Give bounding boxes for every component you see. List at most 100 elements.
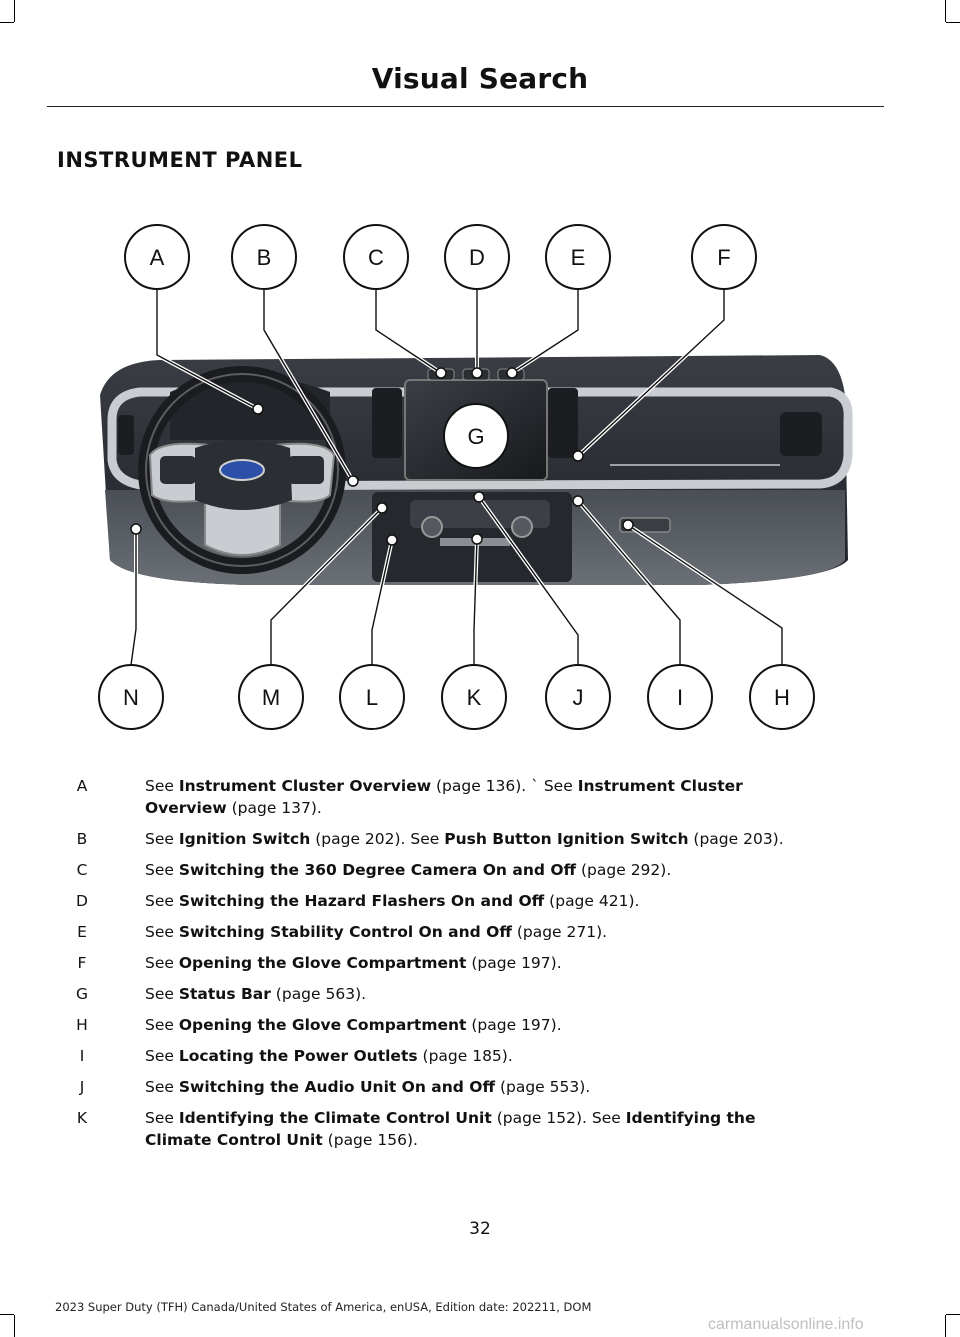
callout-label: N bbox=[123, 685, 139, 710]
legend-description: See Opening the Glove Compartment (page … bbox=[145, 952, 885, 974]
reference-text: (page 563). bbox=[270, 985, 367, 1003]
section-title: INSTRUMENT PANEL bbox=[57, 148, 303, 172]
reference-text: (page 197). bbox=[466, 954, 562, 972]
callout-c: C bbox=[343, 224, 409, 290]
callout-label: H bbox=[774, 685, 790, 710]
reference-text: See bbox=[145, 985, 179, 1003]
reference-text: See bbox=[145, 830, 179, 848]
reference-text: See bbox=[145, 892, 179, 910]
legend-description: See Ignition Switch (page 202). See Push… bbox=[145, 828, 885, 850]
callout-target-dot bbox=[130, 523, 142, 535]
steering-wheel bbox=[138, 366, 346, 574]
callout-d: D bbox=[444, 224, 510, 290]
reference-text: (page 553). bbox=[495, 1078, 591, 1096]
callout-target-dot bbox=[506, 367, 518, 379]
callout-target-dot bbox=[572, 495, 584, 507]
legend-description: See Switching the Audio Unit On and Off … bbox=[145, 1076, 885, 1098]
reference-text: See bbox=[145, 861, 179, 879]
callout-target-dot bbox=[572, 450, 584, 462]
callout-h: H bbox=[749, 664, 815, 730]
callout-label: K bbox=[467, 685, 482, 710]
crop-mark bbox=[14, 0, 15, 22]
reference-text: (page 271). bbox=[511, 923, 608, 941]
cross-reference-title: Instrument Cluster bbox=[577, 777, 743, 795]
callout-label: B bbox=[257, 245, 272, 270]
legend-key: J bbox=[79, 1078, 85, 1096]
cross-reference-title: Status Bar bbox=[178, 985, 271, 1003]
reference-text: (page 202). See bbox=[310, 830, 445, 848]
dashboard-body bbox=[100, 355, 853, 585]
cross-reference-title: Push Button Ignition Switch bbox=[444, 830, 689, 848]
callout-label: M bbox=[262, 685, 280, 710]
callout-n: N bbox=[98, 664, 164, 730]
cross-reference-title: Switching the 360 Degree Camera On and O… bbox=[178, 861, 577, 879]
crop-mark bbox=[14, 1315, 15, 1337]
reference-text: (page 156). bbox=[322, 1131, 418, 1149]
cross-reference-title: Ignition Switch bbox=[178, 830, 311, 848]
reference-text: See bbox=[145, 1016, 179, 1034]
callout-target-dot bbox=[473, 491, 485, 503]
crop-mark bbox=[945, 0, 946, 22]
legend-description: See Locating the Power Outlets (page 185… bbox=[145, 1045, 885, 1067]
legend-key: E bbox=[77, 923, 87, 941]
legend-key: B bbox=[76, 830, 88, 848]
crop-mark bbox=[946, 1314, 960, 1315]
legend-description: See Switching Stability Control On and O… bbox=[145, 921, 885, 943]
reference-text: See bbox=[145, 1078, 179, 1096]
reference-text: (page 136). ` See bbox=[431, 777, 578, 795]
callout-f: F bbox=[691, 224, 757, 290]
legend-key: K bbox=[76, 1109, 88, 1127]
reference-text: See bbox=[145, 954, 179, 972]
crop-mark bbox=[0, 1314, 14, 1315]
reference-text: (page 421). bbox=[544, 892, 640, 910]
callout-target-dot bbox=[376, 502, 388, 514]
legend-key: H bbox=[76, 1016, 88, 1034]
crop-mark bbox=[945, 1315, 946, 1337]
legend-description: See Identifying the Climate Control Unit… bbox=[145, 1107, 885, 1151]
callout-j: J bbox=[545, 664, 611, 730]
reference-text: (page 203). bbox=[688, 830, 784, 848]
reference-text: (page 292). bbox=[576, 861, 672, 879]
legend-description: See Switching the Hazard Flashers On and… bbox=[145, 890, 885, 912]
callout-g: G bbox=[443, 403, 509, 469]
callout-l: L bbox=[339, 664, 405, 730]
crop-mark bbox=[946, 22, 960, 23]
cross-reference-title: Climate Control Unit bbox=[145, 1131, 323, 1149]
legend-description: See Status Bar (page 563). bbox=[145, 983, 885, 1005]
cross-reference-title: Identifying the bbox=[625, 1109, 756, 1127]
callout-label: F bbox=[717, 245, 730, 270]
reference-text: (page 185). bbox=[417, 1047, 513, 1065]
callout-label: G bbox=[467, 424, 484, 449]
callout-i: I bbox=[647, 664, 713, 730]
watermark-text: carmanualsonline.info bbox=[708, 1316, 864, 1333]
cross-reference-title: Locating the Power Outlets bbox=[178, 1047, 418, 1065]
legend-key: C bbox=[76, 861, 88, 879]
legend-key: A bbox=[76, 777, 88, 795]
callout-m: M bbox=[238, 664, 304, 730]
callout-label: J bbox=[573, 685, 584, 710]
reference-text: See bbox=[145, 777, 179, 795]
page-number: 32 bbox=[469, 1219, 491, 1239]
callout-k: K bbox=[441, 664, 507, 730]
callout-b: B bbox=[231, 224, 297, 290]
cross-reference-title: Switching Stability Control On and Off bbox=[178, 923, 512, 941]
cross-reference-title: Opening the Glove Compartment bbox=[178, 954, 467, 972]
legend-key: D bbox=[76, 892, 88, 910]
reference-text: (page 152). See bbox=[491, 1109, 626, 1127]
legend-description: See Switching the 360 Degree Camera On a… bbox=[145, 859, 885, 881]
callout-label: L bbox=[366, 685, 378, 710]
callout-e: E bbox=[545, 224, 611, 290]
page-header-title: Visual Search bbox=[371, 62, 589, 95]
reference-text: See bbox=[145, 1109, 179, 1127]
reference-text: (page 137). bbox=[226, 799, 322, 817]
cross-reference-title: Instrument Cluster Overview bbox=[178, 777, 432, 795]
crop-mark bbox=[0, 22, 14, 23]
reference-text: See bbox=[145, 923, 179, 941]
callout-label: E bbox=[571, 245, 586, 270]
callout-target-dot bbox=[435, 367, 447, 379]
cross-reference-title: Switching the Audio Unit On and Off bbox=[178, 1078, 496, 1096]
callout-label: I bbox=[677, 685, 683, 710]
callout-target-dot bbox=[347, 475, 359, 487]
callout-target-dot bbox=[386, 534, 398, 546]
